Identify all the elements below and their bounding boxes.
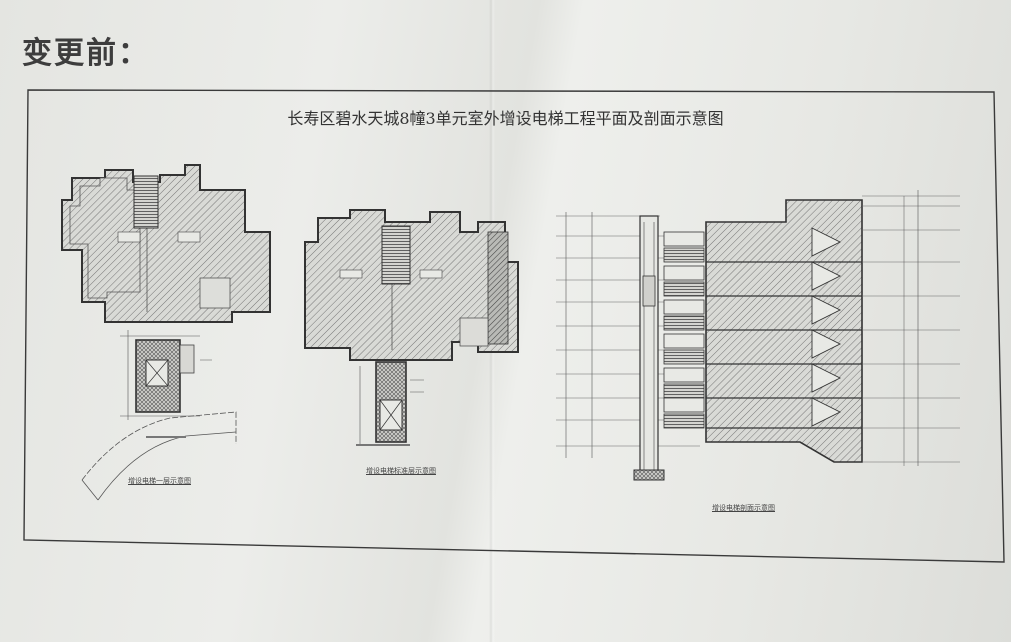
plan2-drawing	[304, 209, 519, 446]
section-floor-slabs	[706, 261, 862, 429]
plan1-caption: 增设电梯一层示意图	[128, 477, 191, 485]
plan2-caption: 增设电梯标准层示意图	[366, 467, 436, 475]
section-landings	[663, 231, 705, 429]
section-caption: 增设电梯剖面示意图	[712, 504, 775, 512]
page-heading: 变更前：	[22, 36, 150, 71]
sheet-border	[23, 89, 1005, 563]
plan1-drawing	[61, 164, 271, 501]
section-right-level-lines	[862, 195, 960, 463]
section-stair-flights	[811, 227, 842, 427]
section-drawing	[556, 190, 960, 481]
sheet-title: 长寿区碧水天城8幢3单元室外增设电梯工程平面及剖面示意图	[287, 109, 724, 128]
